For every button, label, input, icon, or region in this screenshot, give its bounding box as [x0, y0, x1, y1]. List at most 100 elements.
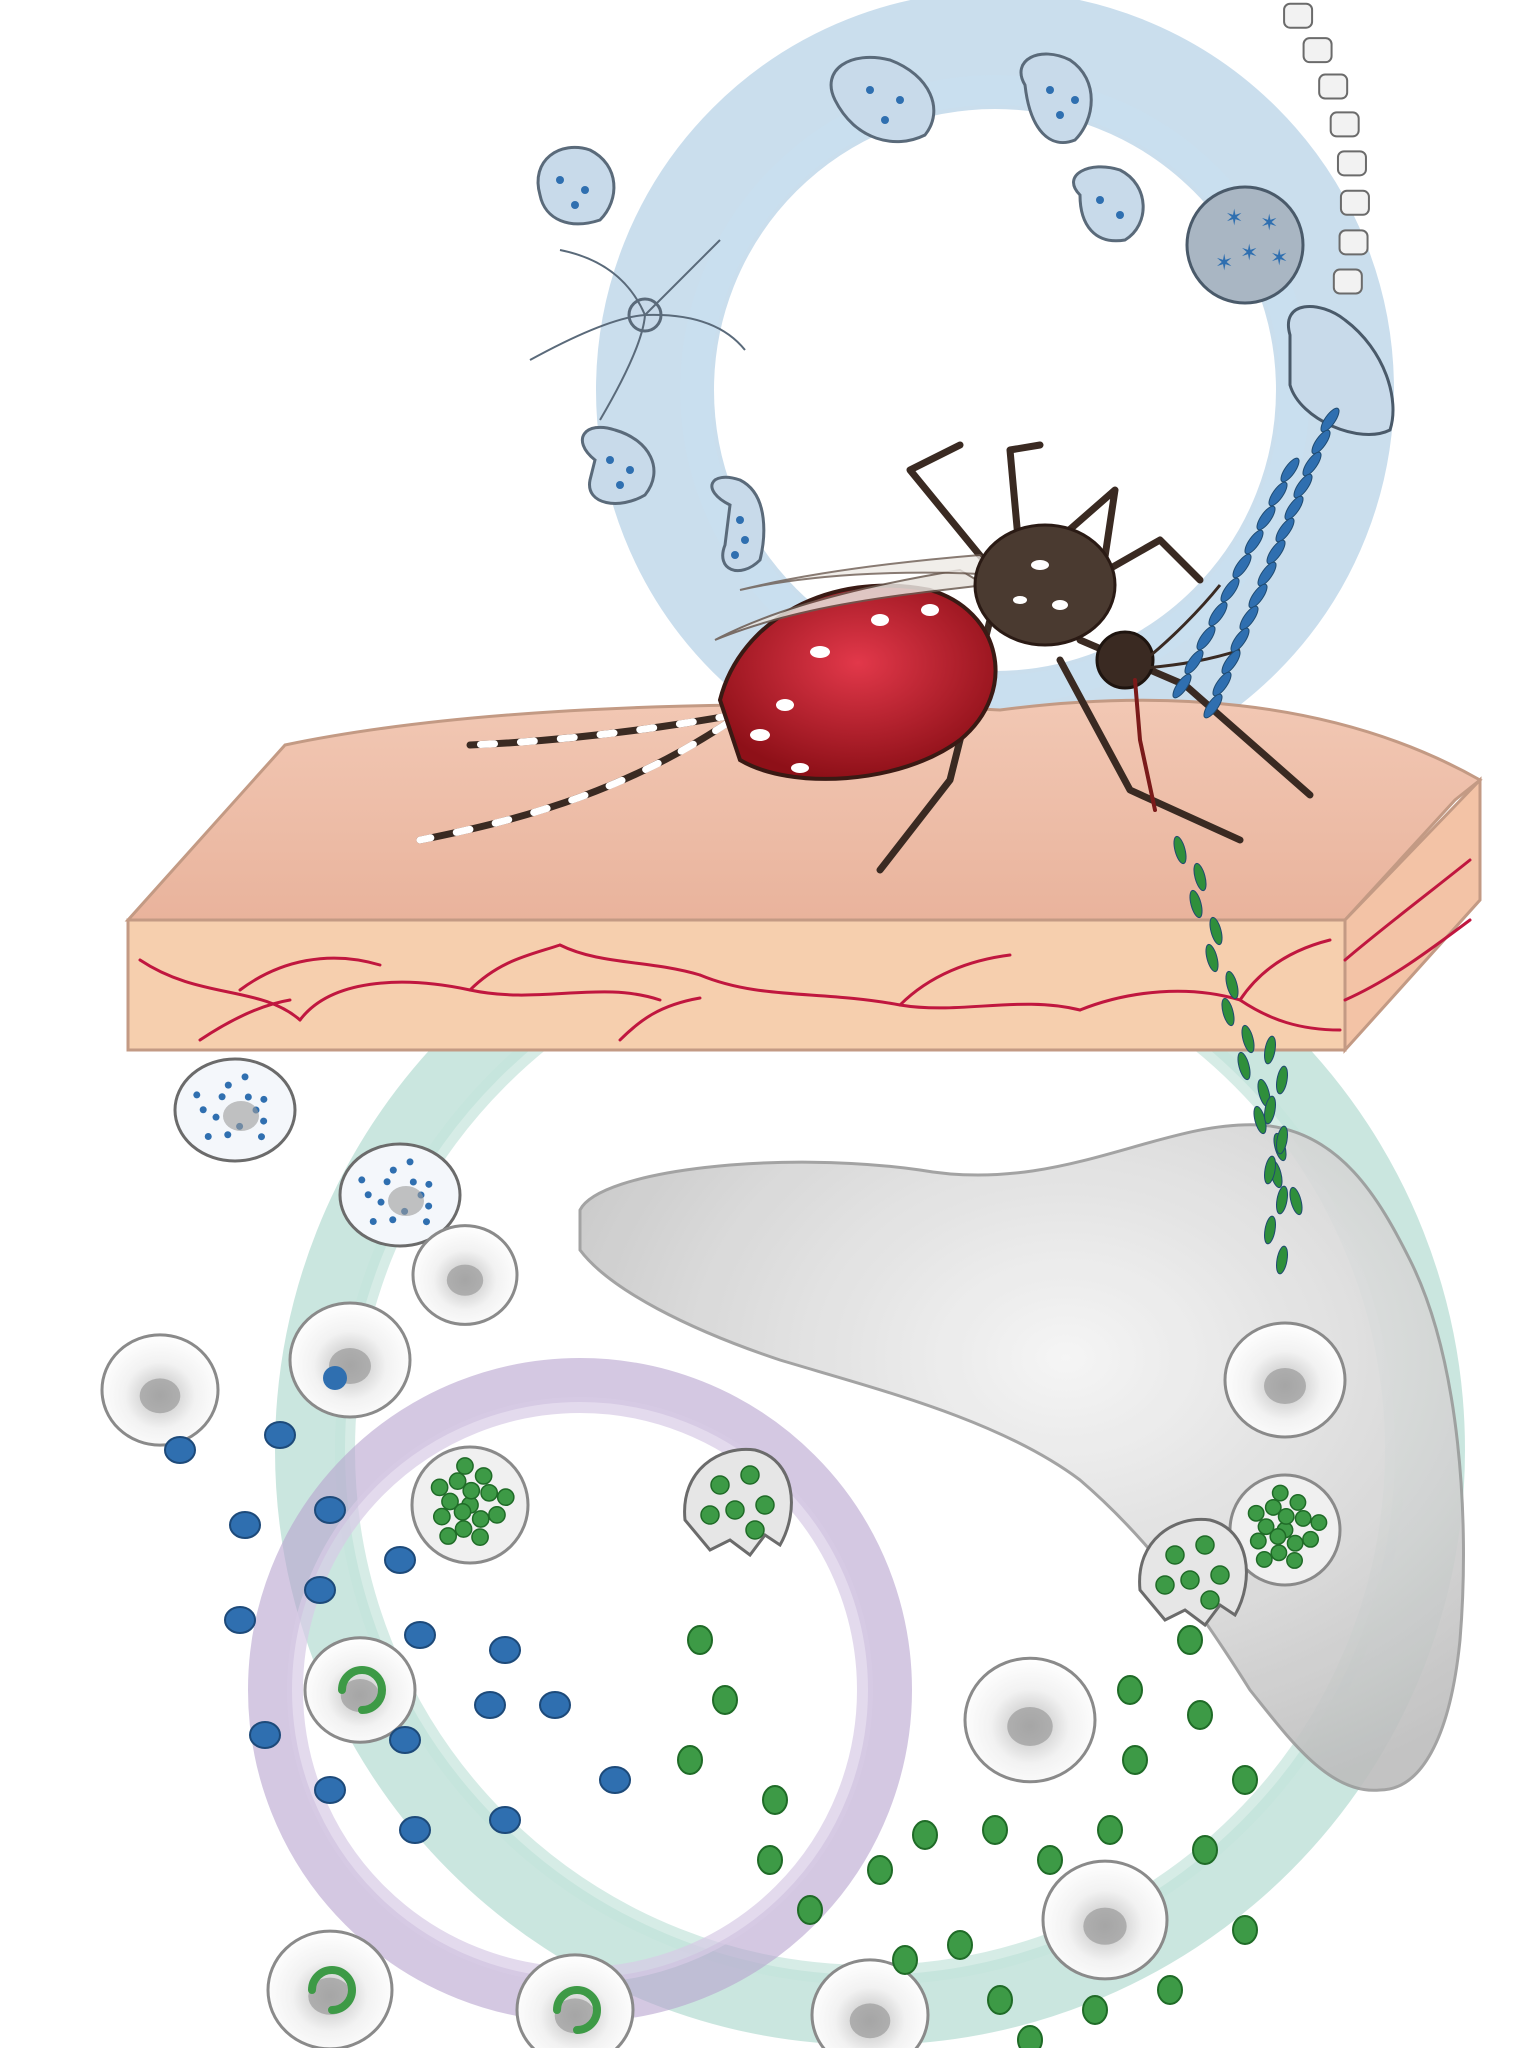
zygote-icon: [1072, 165, 1145, 243]
sporozoite-icon: [1276, 1245, 1288, 1275]
red-blood-cell-icon: [266, 1929, 394, 2048]
sporozoite-icon: [1230, 627, 1250, 653]
merozoite-icon: [264, 1421, 296, 1449]
merozoite-icon: [314, 1776, 346, 1804]
sporozoite-icon: [1193, 862, 1207, 892]
sporozoite-icon: [1241, 1024, 1255, 1054]
merozoite-icon: [1037, 1845, 1063, 1875]
merozoite-icon: [912, 1820, 938, 1850]
ookinete-icon: [710, 475, 766, 573]
sporozoite-icon: [1221, 997, 1235, 1027]
sporozoite-icon: [1293, 473, 1313, 499]
sporozoite-icon: [1239, 605, 1259, 631]
merozoite-icon: [687, 1625, 713, 1655]
merozoite-icon: [404, 1621, 436, 1649]
hepatocyte-icon: [1223, 1321, 1347, 1439]
ruptured-cell-icon: [1138, 1517, 1248, 1628]
merozoite-icon: [224, 1606, 256, 1634]
merozoite-icon: [164, 1436, 196, 1464]
merozoite-icon: [323, 1366, 347, 1390]
sporozoite-icon: [1189, 889, 1203, 919]
merozoite-icon: [599, 1766, 631, 1794]
sporozoite-icon: [1232, 553, 1252, 579]
sporozoite-icon: [1276, 1125, 1288, 1155]
merozoite-icon: [1082, 1995, 1108, 2025]
sporozoite-icon: [1212, 671, 1232, 697]
sporozoite-icon: [1196, 625, 1216, 651]
merozoite-icon: [304, 1576, 336, 1604]
sporozoite-icon: [1276, 1065, 1288, 1095]
merozoite-icon: [867, 1855, 893, 1885]
sporozoite-icon: [1275, 517, 1295, 543]
svg-text:✶: ✶: [1215, 251, 1233, 276]
merozoite-icon: [1097, 1815, 1123, 1845]
merozoite-icon: [677, 1745, 703, 1775]
sporozoite-icon: [1264, 1215, 1276, 1245]
skin-icon: [124, 698, 1483, 1054]
red-blood-cell-icon: [100, 1333, 220, 1447]
merozoite-icon: [762, 1785, 788, 1815]
ring-form-icon: [338, 1666, 386, 1714]
schizont-icon: [1228, 1473, 1342, 1587]
microgamete-icon: [529, 239, 746, 421]
merozoite-icon: [249, 1721, 281, 1749]
merozoite-icon: [229, 1511, 261, 1539]
sporozoite-icon: [1264, 1035, 1276, 1065]
red-blood-cell-icon: [1041, 1859, 1169, 1981]
red-blood-cell-icon: [411, 1224, 519, 1326]
schizont-icon: [410, 1445, 530, 1565]
sporozoite-icon: [1248, 583, 1268, 609]
merozoite-icon: [757, 1845, 783, 1875]
sporozoite-icon: [1173, 835, 1187, 865]
merozoite-icon: [1187, 1700, 1213, 1730]
zygote-icon: [1019, 52, 1093, 145]
merozoite-icon: [474, 1691, 506, 1719]
merozoite-icon: [1232, 1765, 1258, 1795]
gametocyte-icon: [173, 1057, 297, 1163]
merozoite-icon: [1157, 1975, 1183, 2005]
sporozoite-icon: [1172, 673, 1192, 699]
sporozoite-icon: [1237, 1051, 1251, 1081]
sporozoite-icon: [1320, 407, 1340, 433]
sporozoite-icon: [1220, 577, 1240, 603]
sporozoite-icon: [1221, 649, 1241, 675]
sporozoite-icon: [1311, 429, 1331, 455]
svg-text:✶: ✶: [1240, 241, 1258, 266]
red-blood-cell-icon: [288, 1301, 412, 1419]
zygote-icon: [829, 55, 936, 144]
ring-form-icon: [553, 1986, 601, 2034]
gametocyte-icon: [338, 1142, 462, 1248]
sporozoite-icon: [1209, 916, 1223, 946]
zygote-icon: [536, 145, 616, 226]
merozoite-icon: [712, 1685, 738, 1715]
ring-form-icon: [308, 1966, 356, 2014]
sporozoite-icon: [1225, 970, 1239, 1000]
svg-text:✶: ✶: [1225, 206, 1243, 231]
sporozoite-icon: [1205, 943, 1219, 973]
merozoite-icon: [1232, 1915, 1258, 1945]
mosquito-icon: [416, 441, 1314, 874]
sporozoite-icon: [1264, 1095, 1276, 1125]
merozoite-icon: [892, 1945, 918, 1975]
merozoite-icon: [1017, 2025, 1043, 2048]
merozoite-icon: [384, 1546, 416, 1574]
sporozoite-icon: [1284, 495, 1304, 521]
sporozoite-icon: [1266, 539, 1286, 565]
merozoite-icon: [489, 1806, 521, 1834]
merozoite-icon: [987, 1985, 1013, 2015]
sporozoite-icon: [1280, 457, 1300, 483]
sporozoite-icon: [1184, 649, 1204, 675]
sporozoite-icon: [1302, 451, 1322, 477]
ookinete-icon: [581, 425, 656, 505]
oocyst-icon: ✶✶✶✶✶: [1185, 185, 1305, 305]
merozoite-icon: [1117, 1675, 1143, 1705]
sporozoite-icon: [1276, 1185, 1288, 1215]
merozoite-icon: [947, 1930, 973, 1960]
merozoite-icon: [1192, 1835, 1218, 1865]
sporozoite-icon: [1264, 1155, 1276, 1185]
sporozoite-icon: [1203, 693, 1223, 719]
merozoite-icon: [314, 1496, 346, 1524]
merozoite-icon: [982, 1815, 1008, 1845]
merozoite-icon: [539, 1691, 571, 1719]
liver-icon: [578, 1123, 1465, 1792]
